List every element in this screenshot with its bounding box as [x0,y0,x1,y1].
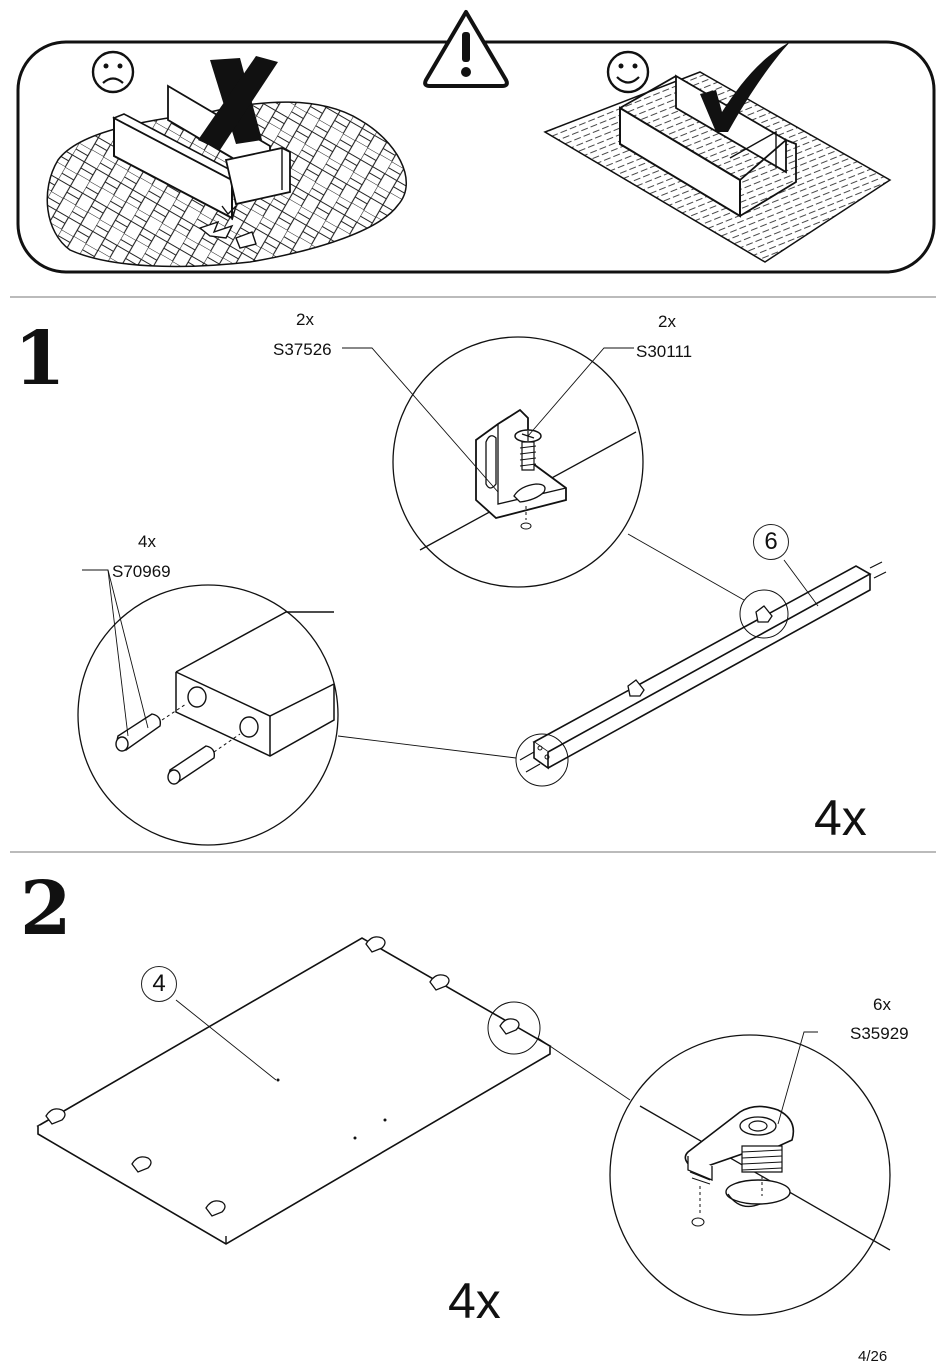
hardware-qty-s70969: 4x [138,532,156,552]
step-1-illustration [78,337,886,845]
step-1-multiplier: 4x [814,793,867,843]
page-number: 4/26 [858,1348,887,1365]
sad-face-icon [93,52,133,92]
hardware-qty-s30111: 2x [658,312,676,332]
cam-lock-detail-circle [610,1035,890,1315]
part-number-badge-4: 4 [141,966,177,1002]
hardware-qty-s37526: 2x [296,310,314,330]
step-number-1: 1 [14,322,66,396]
hardware-qty-s35929: 6x [873,995,891,1015]
step-number-2: 2 [20,872,72,946]
step-2-multiplier: 4x [448,1276,501,1326]
hardware-code-s70969: S70969 [112,562,171,582]
hardware-code-s30111: S30111 [636,342,692,362]
hardware-code-s37526: S37526 [273,340,332,360]
part-number-badge-6: 6 [753,524,789,560]
warning-triangle-icon [425,12,507,86]
hardware-code-s35929: S35929 [850,1024,909,1044]
warning-panel [18,12,934,272]
smiley-face-icon [608,52,648,92]
dowel-detail-circle [78,585,338,845]
